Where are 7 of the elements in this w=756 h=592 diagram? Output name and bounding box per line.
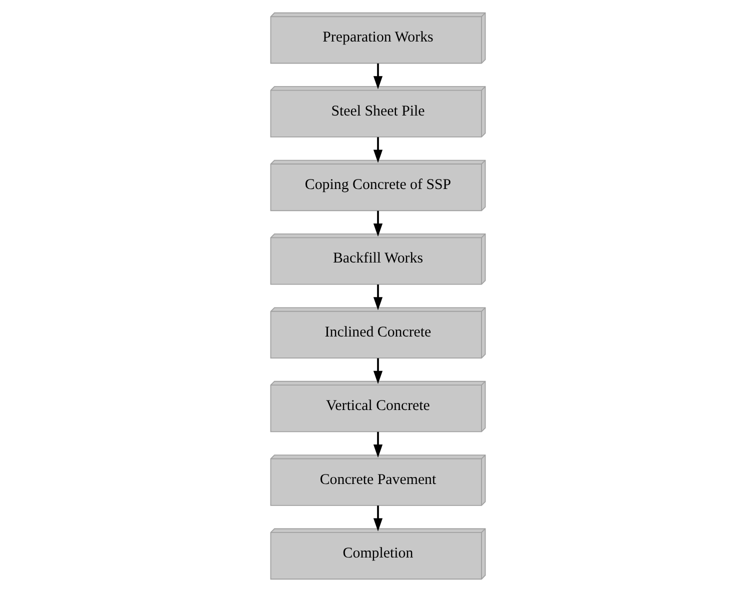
- arrow: [373, 284, 383, 310]
- arrow: [373, 358, 383, 384]
- arrow: [373, 210, 383, 237]
- arrow: [373, 137, 383, 163]
- arrow: [373, 506, 383, 532]
- arrow: [373, 432, 383, 458]
- arrow: [373, 63, 383, 90]
